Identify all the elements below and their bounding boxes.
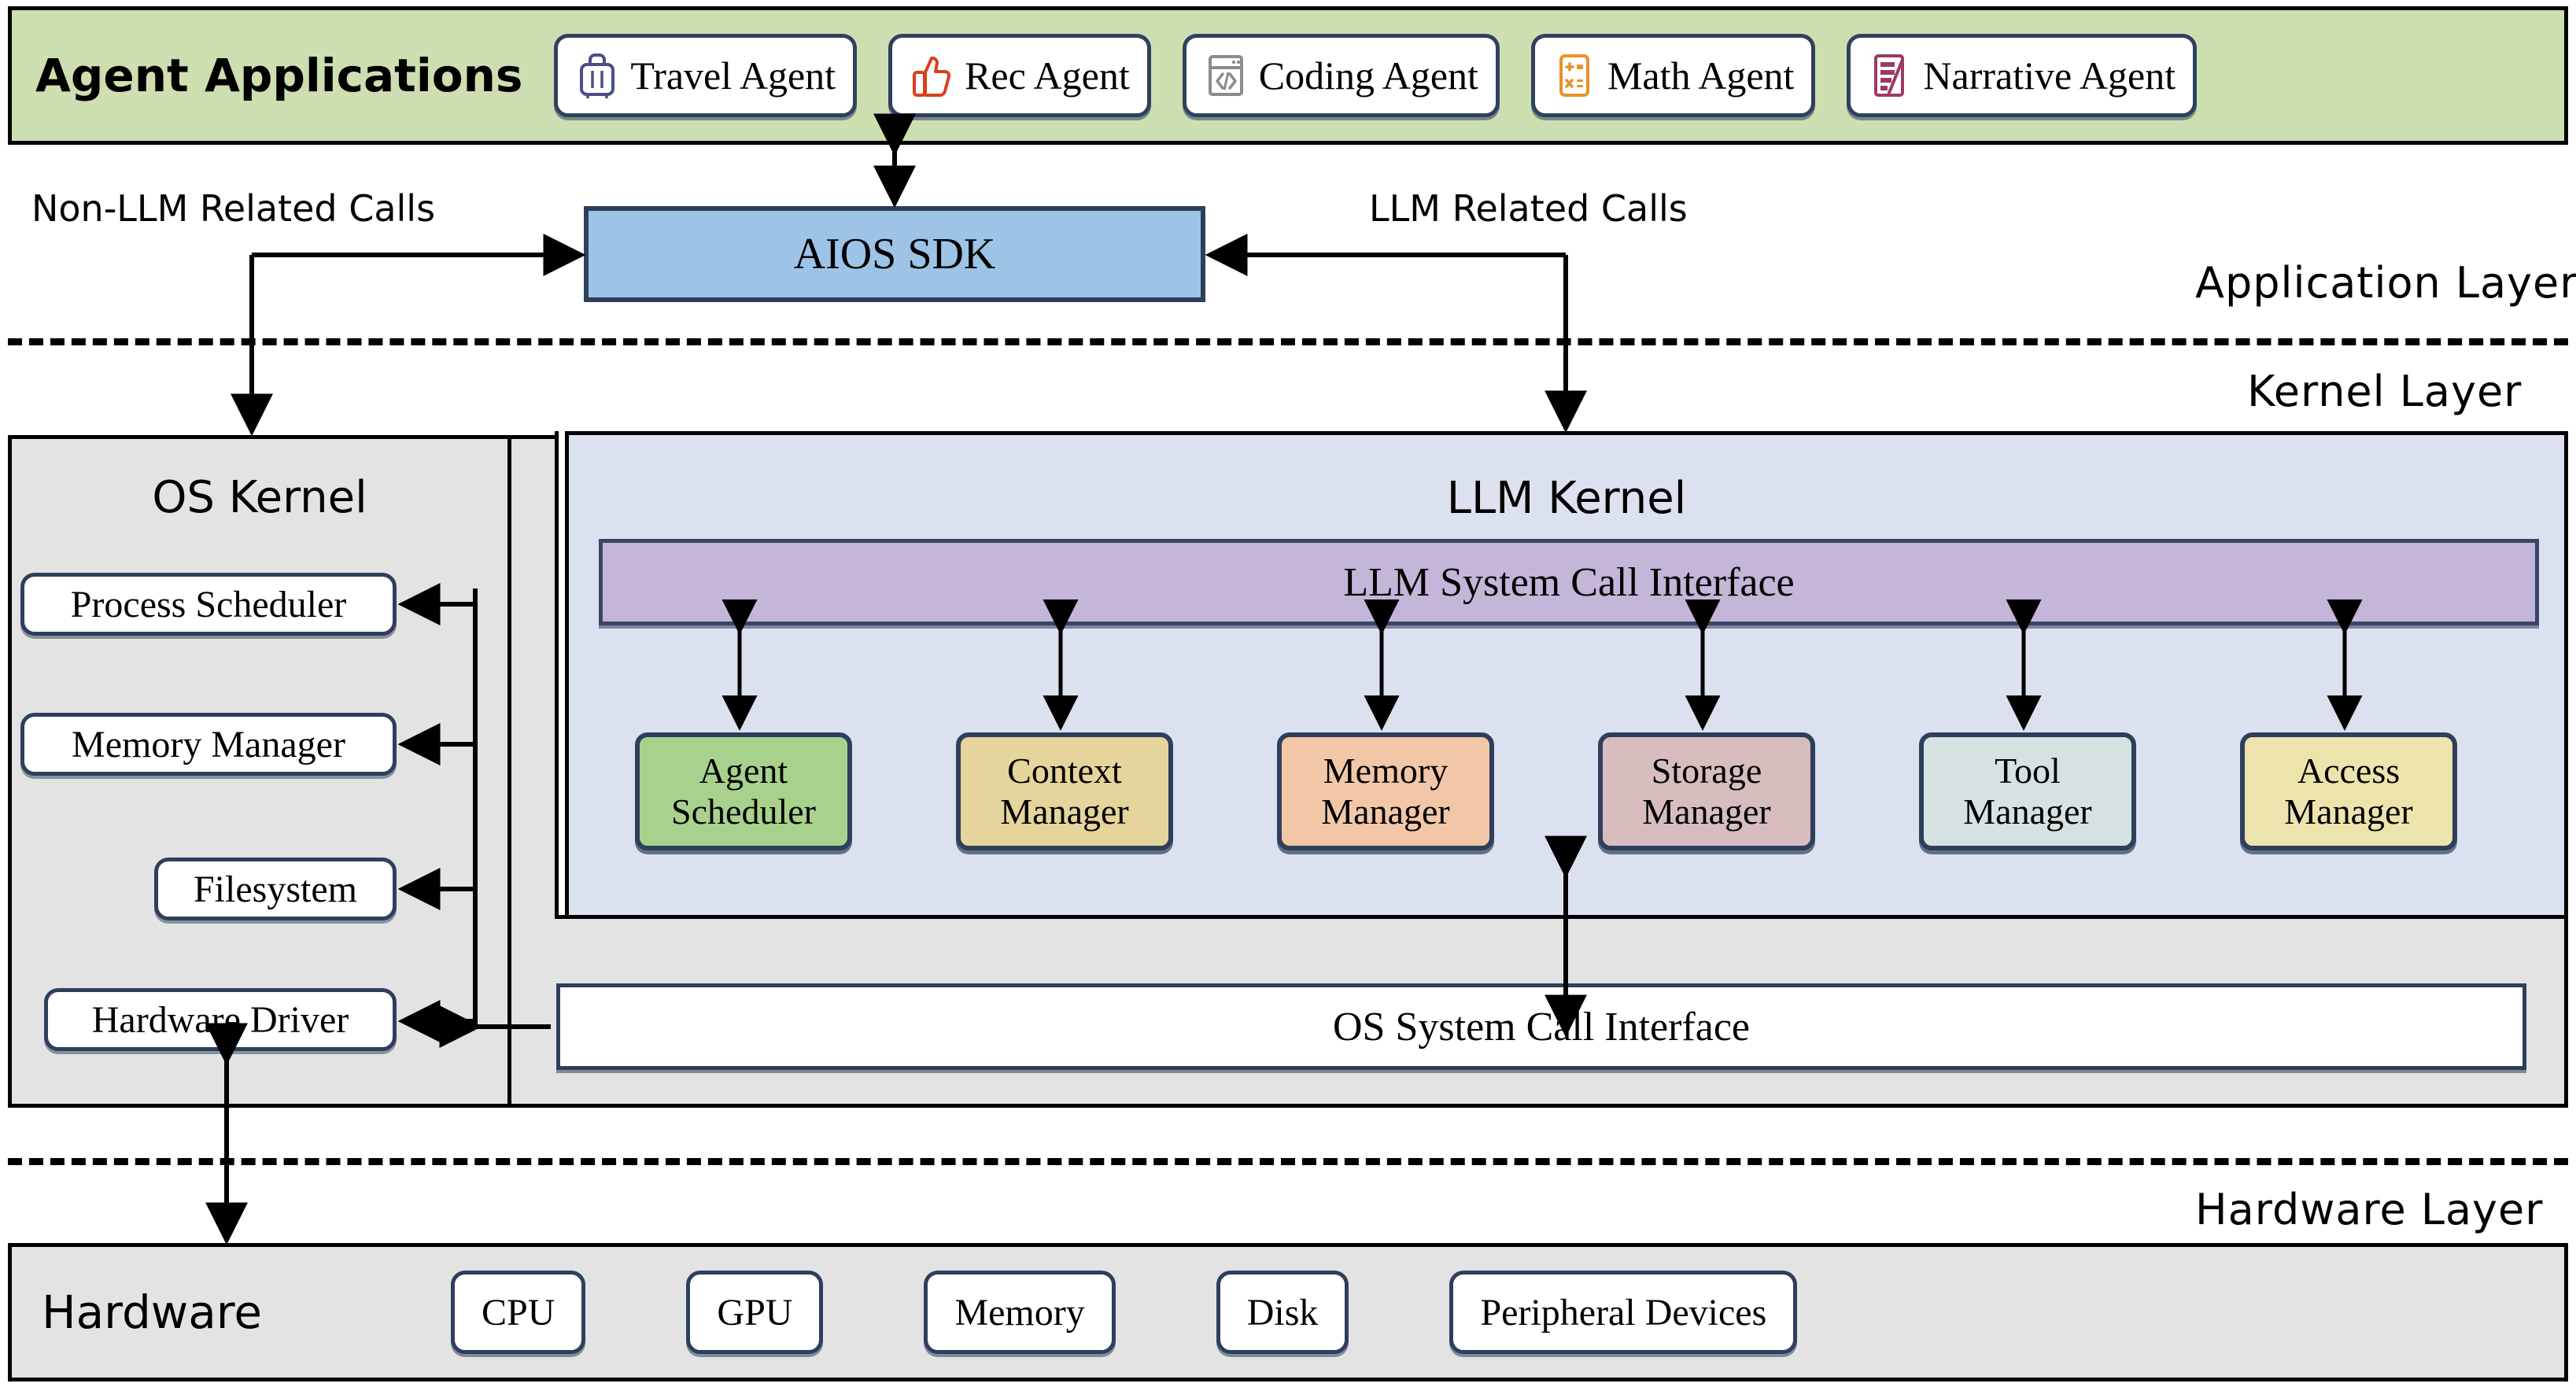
manager-label-line2: Scheduler <box>671 791 816 832</box>
manager-label-line1: Storage <box>1651 751 1762 791</box>
hardware-chip-label: Disk <box>1246 1291 1319 1334</box>
agent-chip-label: Narrative Agent <box>1923 53 2176 98</box>
divider-application-kernel <box>8 338 2568 345</box>
agent-chip-rec-agent[interactable]: Rec Agent <box>888 34 1151 117</box>
os-system-call-interface-label: OS System Call Interface <box>1333 1004 1750 1049</box>
edge-label-non-llm-related-calls: Non-LLM Related Calls <box>31 187 436 230</box>
os-system-call-interface-bar[interactable]: OS System Call Interface <box>556 983 2526 1070</box>
os-item-label: Filesystem <box>193 868 357 910</box>
agent-chip-narrative-agent[interactable]: Narrative Agent <box>1847 34 2198 117</box>
code-window-icon <box>1208 55 1243 96</box>
hardware-chip-memory[interactable]: Memory <box>924 1271 1116 1354</box>
aios-sdk-box[interactable]: AIOS SDK <box>584 206 1205 302</box>
agent-chip-label: Rec Agent <box>965 53 1130 98</box>
os-item-label: Hardware Driver <box>91 998 349 1041</box>
os-item-hardware-driver[interactable]: Hardware Driver <box>44 988 397 1051</box>
manager-box-agent-scheduler[interactable]: Agent Scheduler <box>635 732 852 850</box>
thumbs-up-icon <box>913 56 951 97</box>
manager-box-context-manager[interactable]: Context Manager <box>956 732 1173 850</box>
aios-sdk-label: AIOS SDK <box>793 230 996 279</box>
edge-label-llm-related-calls: LLM Related Calls <box>1369 187 1688 230</box>
agent-chip-travel-agent[interactable]: Travel Agent <box>554 34 858 117</box>
hardware-chip-label: Peripheral Devices <box>1480 1291 1767 1334</box>
os-kernel-title: OS Kernel <box>152 472 367 523</box>
divider-kernel-hardware <box>8 1158 2568 1165</box>
agent-applications-band: Agent Applications Travel Agent Rec Agen… <box>8 6 2568 145</box>
hardware-chip-label: CPU <box>482 1291 555 1334</box>
os-item-process-scheduler[interactable]: Process Scheduler <box>20 573 397 636</box>
agent-chip-label: Coding Agent <box>1258 53 1478 98</box>
suitcase-icon <box>580 53 615 98</box>
hardware-chip-peripheral-devices[interactable]: Peripheral Devices <box>1449 1271 1798 1354</box>
manager-box-tool-manager[interactable]: Tool Manager <box>1919 732 2136 850</box>
hardware-chip-cpu[interactable]: CPU <box>451 1271 586 1354</box>
agent-chip-label: Math Agent <box>1607 53 1795 98</box>
hardware-chip-disk[interactable]: Disk <box>1216 1271 1349 1354</box>
llm-kernel-title: LLM Kernel <box>1446 473 1687 524</box>
agent-chip-label: Travel Agent <box>630 53 836 98</box>
os-item-memory-manager[interactable]: Memory Manager <box>20 713 397 776</box>
manager-label-line1: Tool <box>1995 751 2061 791</box>
hardware-band: Hardware CPU GPU Memory Disk Peripheral … <box>8 1243 2568 1381</box>
os-item-filesystem[interactable]: Filesystem <box>154 858 397 920</box>
manager-box-memory-manager[interactable]: Memory Manager <box>1277 732 1494 850</box>
agent-chip-math-agent[interactable]: Math Agent <box>1530 34 1816 117</box>
hardware-chip-gpu[interactable]: GPU <box>686 1271 824 1354</box>
layer-caption-kernel: Kernel Layer <box>2247 367 2522 416</box>
os-item-label: Memory Manager <box>72 723 345 765</box>
agent-applications-title: Agent Applications <box>35 49 523 102</box>
manager-label-line1: Access <box>2297 751 2401 791</box>
llm-system-call-interface-label: LLM System Call Interface <box>1343 559 1795 605</box>
hardware-chip-label: GPU <box>717 1291 793 1334</box>
layer-caption-application: Application Layer <box>2195 258 2576 308</box>
calculator-icon <box>1559 54 1589 97</box>
layer-caption-hardware: Hardware Layer <box>2195 1185 2544 1234</box>
notepad-pen-icon <box>1874 54 1905 97</box>
manager-label-line1: Agent <box>699 751 788 791</box>
agent-chip-coding-agent[interactable]: Coding Agent <box>1182 34 1500 117</box>
hardware-title: Hardware <box>42 1286 263 1339</box>
manager-box-access-manager[interactable]: Access Manager <box>2240 732 2457 850</box>
manager-box-storage-manager[interactable]: Storage Manager <box>1598 732 1815 850</box>
manager-label-line1: Context <box>1007 751 1122 791</box>
hardware-chip-label: Memory <box>954 1291 1085 1334</box>
manager-label-line2: Manager <box>1642 791 1771 832</box>
llm-system-call-interface-bar[interactable]: LLM System Call Interface <box>599 539 2539 625</box>
manager-label-line2: Manager <box>1000 791 1129 832</box>
manager-label-line1: Memory <box>1323 751 1449 791</box>
manager-label-line2: Manager <box>1963 791 2092 832</box>
manager-label-line2: Manager <box>2284 791 2413 832</box>
manager-label-line2: Manager <box>1321 791 1450 832</box>
llm-kernel-box: LLM Kernel LLM System Call Interface Age… <box>565 431 2568 919</box>
os-item-label: Process Scheduler <box>70 583 347 625</box>
